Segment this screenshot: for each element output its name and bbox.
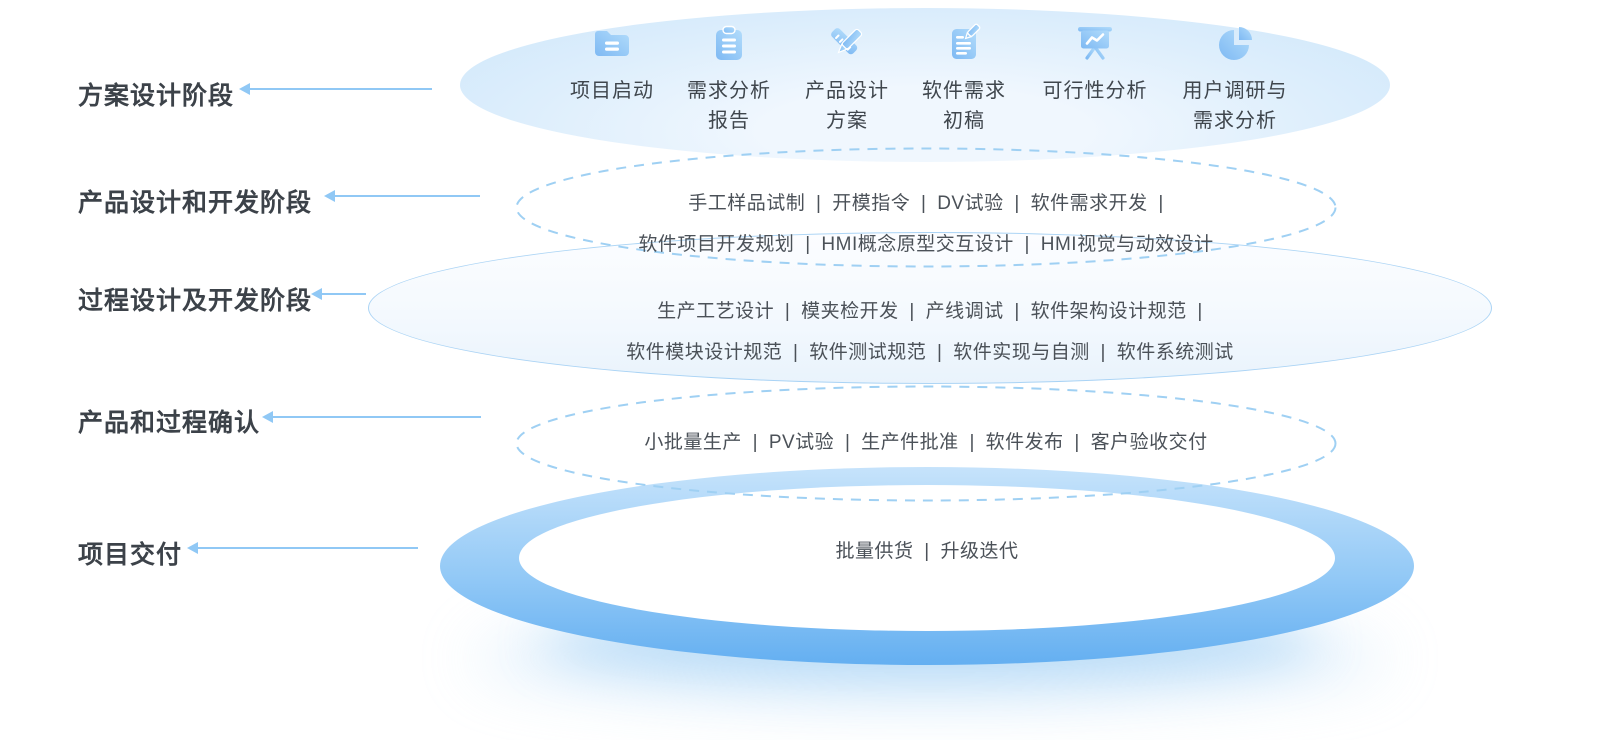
deliverable-label: 可行性分析	[1042, 80, 1148, 102]
stage1-ellipse: 项目启动 需求分析 报告	[460, 8, 1390, 162]
phase-label-product-dev: 产品设计和开发阶段	[78, 189, 313, 217]
stage5-ring	[440, 467, 1414, 665]
phase-label-design: 方案设计阶段	[78, 82, 235, 110]
deliverable-item: 软件需求 初稿	[884, 22, 1044, 136]
dashed-outline	[515, 385, 1337, 502]
deliverables-line: 批量供货 | 升级迭代	[835, 541, 1019, 562]
stage3-ellipse: 生产工艺设计 | 模夹检开发 | 产线调试 | 软件架构设计规范 | 软件模块设…	[368, 232, 1492, 384]
arrow-left-icon	[187, 542, 418, 554]
deliverables-line: 小批量生产 | PV试验 | 生产件批准 | 软件发布 | 客户验收交付	[644, 432, 1208, 453]
phase-label-validation: 产品和过程确认	[78, 409, 261, 437]
deliverable-label: 产品设计 方案	[805, 80, 889, 132]
design-tools-icon	[831, 28, 863, 55]
deliverables-line: 手工样品试制 | 开模指令 | DV试验 | 软件需求开发 |	[688, 193, 1164, 214]
stage4-ellipse: 小批量生产 | PV试验 | 生产件批准 | 软件发布 | 客户验收交付	[515, 385, 1337, 502]
deliverable-item: 产品设计 方案	[767, 22, 927, 136]
document-edit-icon	[952, 23, 981, 59]
deliverable-item: 用户调研与 需求分析	[1155, 22, 1315, 136]
arrow-left-icon	[262, 411, 481, 423]
deliverables-line: 软件项目开发规划 | HMI概念原型交互设计 | HMI视觉与动效设计	[638, 234, 1214, 255]
presentation-chart-icon	[1078, 27, 1112, 60]
deliverable-item: 项目启动	[532, 22, 692, 106]
stage2-ellipse: 手工样品试制 | 开模指令 | DV试验 | 软件需求开发 | 软件项目开发规划…	[515, 147, 1337, 268]
pie-chart-icon	[1219, 27, 1252, 60]
phase-label-delivery: 项目交付	[78, 541, 183, 569]
deliverable-label: 需求分析 报告	[687, 80, 771, 132]
deliverables-line: 软件模块设计规范 | 软件测试规范 | 软件实现与自测 | 软件系统测试	[626, 342, 1234, 363]
clipboard-icon	[716, 25, 742, 60]
deliverable-label: 项目启动	[570, 80, 654, 102]
deliverable-item: 可行性分析	[1015, 22, 1175, 106]
arrow-left-icon	[324, 190, 480, 202]
deliverable-label: 用户调研与 需求分析	[1182, 80, 1288, 132]
dashed-outline	[515, 147, 1337, 268]
deliverable-item: 需求分析 报告	[649, 22, 809, 136]
arrow-left-icon	[311, 288, 366, 300]
folder-icon	[595, 31, 629, 56]
deliverable-label: 软件需求 初稿	[922, 80, 1006, 132]
deliverables-line: 生产工艺设计 | 模夹检开发 | 产线调试 | 软件架构设计规范 |	[657, 301, 1203, 322]
arrow-left-icon	[239, 83, 432, 95]
phase-label-process-dev: 过程设计及开发阶段	[78, 287, 313, 315]
